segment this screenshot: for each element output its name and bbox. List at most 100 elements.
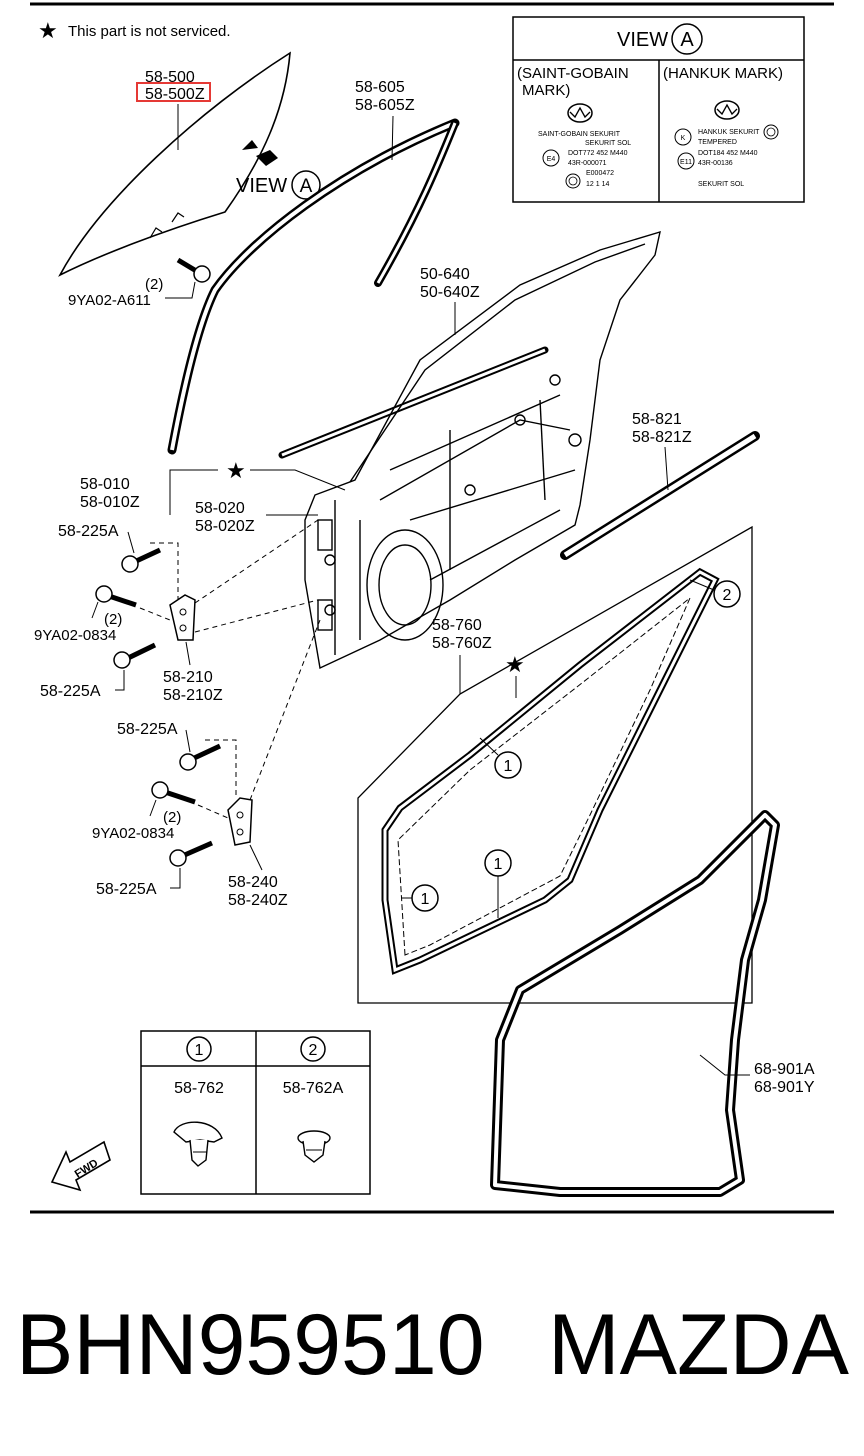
part-58-225a-3: 58-225A [117, 721, 178, 738]
star-icon-58-010: ★ [226, 458, 246, 483]
legend-circle-2 [300, 1036, 326, 1062]
part-58-760z: 58-760Z [432, 635, 492, 652]
part-9ya02-0834-1: 9YA02-0834 [34, 627, 116, 644]
view-a-marker-circle [291, 170, 321, 200]
sg-line-5: E000472 [586, 170, 614, 177]
clip-58-762a-icon [297, 1130, 331, 1163]
part-58-500: 58-500 [145, 69, 195, 86]
part-58-020: 58-020 [195, 500, 245, 517]
qty-2-0834-2: (2) [163, 809, 181, 826]
part-58-010z: 58-010Z [80, 494, 140, 511]
leader-58-210 [185, 641, 191, 666]
part-58-210z: 58-210Z [163, 687, 223, 704]
leader-225a-3 [185, 729, 191, 753]
view-a-arrow-icon [256, 150, 278, 166]
part-58-225a-2: 58-225A [40, 683, 101, 700]
footer-brand: MAZDA [548, 1297, 849, 1393]
hinge-icon-58-240 [227, 797, 253, 846]
sg-line-2: SEKURIT SOL [585, 140, 631, 147]
part-58-500z: 58-500Z [145, 86, 205, 103]
leader-225a-4 [170, 868, 181, 889]
clip-callout-circle-2 [713, 580, 741, 608]
bolt-icon-3 [113, 642, 157, 669]
leader-58-010-b [250, 469, 346, 491]
part-50-640: 50-640 [420, 266, 470, 283]
clip-legend-table: 1 2 58-762 58-762A [140, 1030, 371, 1195]
view-box-marker-circle [671, 23, 703, 55]
hinge-icon-58-210 [169, 594, 196, 641]
part-58-821: 58-821 [632, 411, 682, 428]
star-icon: ★ [38, 18, 58, 43]
legend-part-1: 58-762 [174, 1080, 224, 1097]
sg-line-3: DOT772 452 M440 [568, 150, 628, 157]
part-58-210: 58-210 [163, 669, 213, 686]
outer-weatherstrip-drawing [560, 431, 760, 560]
hk-line-2: TEMPERED [698, 139, 737, 146]
legend-number-1: 1 [195, 1042, 204, 1059]
qty-2-0834-1: (2) [104, 611, 122, 628]
view-box-title: VIEW [617, 29, 668, 51]
clip-callout-2: 2 [723, 587, 732, 604]
k-cert-mark: K [681, 135, 686, 142]
legend-number-2: 2 [309, 1042, 318, 1059]
leader-a611 [165, 281, 196, 299]
part-58-240: 58-240 [228, 874, 278, 891]
bolt-icon-1 [121, 547, 162, 573]
leader-0834-1 [91, 601, 99, 619]
leader-58-240 [249, 844, 263, 871]
clip-callout-1b: 1 [494, 856, 503, 873]
sg-line-1: SAINT-GOBAIN SEKURIT [538, 131, 621, 138]
clip-callout-1a: 1 [504, 758, 513, 775]
part-58-821z: 58-821Z [632, 429, 692, 446]
view-a-marker: A [300, 176, 313, 197]
leader-58-605 [391, 115, 394, 161]
part-58-225a-4: 58-225A [96, 881, 157, 898]
saint-gobain-heading-2: MARK) [522, 82, 570, 99]
part-58-240z: 58-240Z [228, 892, 288, 909]
bolt-icon-6 [169, 840, 214, 867]
lower-hinge-group [151, 619, 321, 867]
e11-cert-mark: E11 [680, 159, 692, 166]
legend-part-2: 58-762A [283, 1080, 344, 1097]
sg-line-4: 43R-000071 [568, 160, 607, 167]
fwd-arrow-icon: FWD [50, 1140, 111, 1192]
upper-hinge-group [95, 519, 319, 669]
legend-circle-1 [186, 1036, 212, 1062]
run-channel-drawing [167, 118, 460, 455]
mazda-logo-icon [567, 103, 593, 123]
bolt-icon-4 [179, 743, 222, 771]
hankuk-heading: (HANKUK MARK) [663, 65, 783, 82]
saint-gobain-heading-1: (SAINT-GOBAIN [517, 65, 629, 82]
part-58-020z: 58-020Z [195, 518, 255, 535]
leader-225a-2 [115, 670, 125, 691]
ccc-mark-icon [565, 173, 581, 189]
bolt-icon-5 [151, 781, 196, 805]
bolt-icon-2 [95, 585, 137, 608]
e11-cert-circle [677, 152, 695, 170]
hk-line-4: 43R-00136 [698, 160, 733, 167]
part-68-901a: 68-901A [754, 1061, 815, 1078]
leader-58-010 [169, 469, 218, 515]
highlight-box [136, 82, 211, 102]
view-a-box: VIEW A (SAINT-GOBAIN MARK) SAINT-GOBAIN … [512, 16, 805, 203]
leader-0834-2 [149, 799, 157, 817]
body-weatherstrip-drawing [490, 810, 780, 1197]
star-icon-58-760: ★ [505, 652, 525, 677]
k-cert-circle [674, 128, 692, 146]
part-58-605z: 58-605Z [355, 97, 415, 114]
leader-58-821 [664, 446, 669, 491]
part-58-605: 58-605 [355, 79, 405, 96]
part-68-901y: 68-901Y [754, 1079, 815, 1096]
leader-225a-1 [127, 531, 135, 554]
weatherstrip-panel: 2 1 1 1 [357, 525, 753, 1004]
door-glass-drawing [58, 51, 291, 277]
clip-callout-circle-1a [494, 751, 522, 779]
bolt-icon-a611 [176, 257, 211, 283]
part-58-010: 58-010 [80, 476, 130, 493]
belt-weatherstrip-drawing [278, 346, 549, 459]
hk-line-1: HANKUK SEKURIT [698, 129, 760, 136]
hk-line-5: SEKURIT SOL [698, 181, 744, 188]
sg-line-6: 12 1 14 [586, 181, 609, 188]
part-58-225a-1: 58-225A [58, 523, 119, 540]
